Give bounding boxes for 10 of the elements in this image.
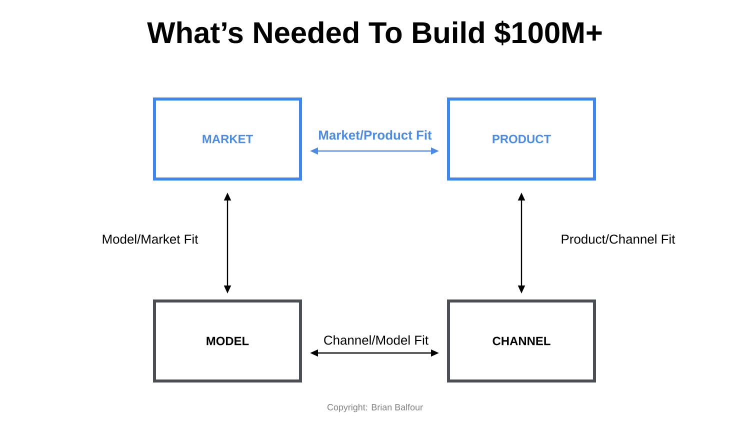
edge-label: Model/Market Fit xyxy=(102,234,198,244)
copyright-note: Copyright: Brian Balfour xyxy=(327,404,423,412)
box: CHANNEL xyxy=(447,300,596,382)
box: MODEL xyxy=(153,300,302,382)
box: MARKET xyxy=(153,98,302,180)
box: PRODUCT xyxy=(447,98,596,180)
title: What’s Needed To Build $100M+ xyxy=(147,20,602,46)
edge-label: Market/Product Fit xyxy=(319,130,432,140)
edge-label: Channel/Model Fit xyxy=(324,335,428,345)
edge-label: Product/Channel Fit xyxy=(562,234,676,244)
